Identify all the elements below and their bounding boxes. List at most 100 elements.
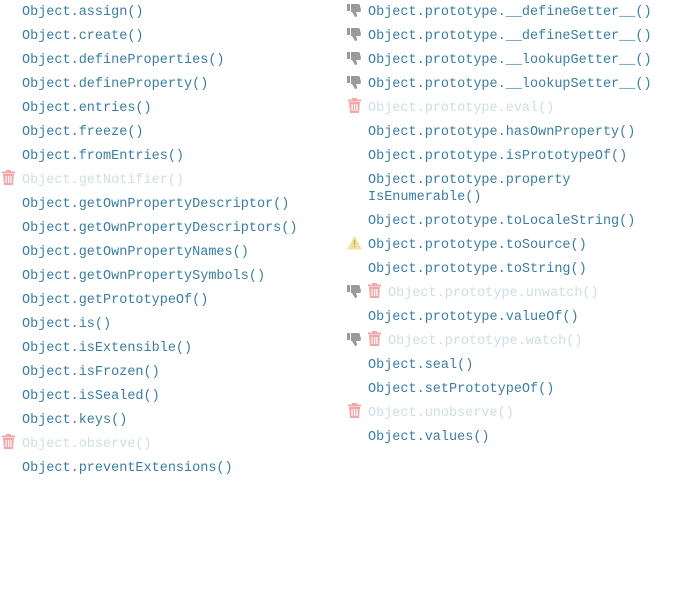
status-icons [346,330,383,353]
method-link[interactable]: Object.values() [368,430,490,445]
method-link[interactable]: Object.fromEntries() [22,149,185,164]
list-item: Object.prototype.watch() [346,330,699,353]
thumbs-down-icon [346,73,363,96]
list-item: Object.prototype.__lookupSetter__() [346,76,699,93]
method-link[interactable]: Object.prototype.toLocaleString() [368,214,636,229]
method-link[interactable]: Object.isFrozen() [22,365,160,380]
method-link[interactable]: Object.isExtensible() [22,341,193,356]
list-item: Object.create() [0,28,340,45]
status-icons [346,76,363,93]
list-item: Object.freeze() [0,124,340,141]
method-link[interactable]: Object.observe() [22,437,152,452]
status-icons [346,4,363,21]
method-link[interactable]: Object.isSealed() [22,389,160,404]
method-link[interactable]: Object.getOwnPropertyNames() [22,245,249,260]
method-link[interactable]: Object.freeze() [22,125,144,140]
method-link[interactable]: Object.is() [22,317,112,332]
status-icons [0,433,17,456]
list-item: Object.getOwnPropertyDescriptor() [0,196,340,213]
list-item: Object.prototype.__defineSetter__() [346,28,699,45]
method-link[interactable]: Object.assign() [22,5,144,20]
thumbs-down-icon [346,330,363,353]
method-link[interactable]: Object.getNotifier() [22,173,185,188]
trash-icon [346,97,363,120]
list-item: Object.setPrototypeOf() [346,381,699,398]
status-icons [0,170,17,189]
trash-icon [366,330,383,353]
list-item: Object.values() [346,429,699,446]
list-item: Object.seal() [346,357,699,374]
list-item: Object.isSealed() [0,388,340,405]
method-link[interactable]: Object.unobserve() [368,406,514,421]
method-link[interactable]: Object.prototype.toString() [368,262,587,277]
list-item: Object.getNotifier() [0,170,340,189]
right-method-list: Object.prototype.__defineGetter__() Obje… [346,4,699,446]
method-link[interactable]: Object.preventExtensions() [22,461,233,476]
thumbs-down-icon [346,282,363,305]
status-icons [346,402,363,425]
trash-icon [366,282,383,305]
list-item: Object.prototype.toString() [346,261,699,278]
thumbs-down-icon [346,25,363,48]
list-item: Object.defineProperty() [0,76,340,93]
method-link[interactable]: Object.defineProperty() [22,77,209,92]
trash-icon [346,402,363,425]
method-link[interactable]: Object.prototype.unwatch() [388,286,599,301]
list-item: Object.prototype.__lookupGetter__() [346,52,699,69]
method-link-line1: Object.prototype.property [368,173,571,188]
method-link[interactable]: Object.prototype.hasOwnProperty() [368,125,636,140]
list-item: Object.prototype.eval() [346,97,699,120]
method-link[interactable]: Object.seal() [368,358,474,373]
left-column: Object.assign() Object.create() Object.d… [0,0,340,484]
method-link[interactable]: Object.prototype.valueOf() [368,310,579,325]
method-link[interactable]: Object.prototype.eval() [368,101,555,116]
list-item: Object.getOwnPropertyDescriptors() [0,220,340,237]
thumbs-down-icon [346,49,363,72]
method-link[interactable]: Object.getOwnPropertyDescriptors() [22,221,298,236]
status-icons [346,282,383,305]
list-item: Object.getPrototypeOf() [0,292,340,309]
method-link[interactable]: Object.setPrototypeOf() [368,382,555,397]
list-item: Object.unobserve() [346,402,699,425]
status-icons [346,28,363,45]
list-item: Object.prototype.isPrototypeOf() [346,148,699,165]
list-item: Object.isFrozen() [0,364,340,381]
method-link[interactable]: Object.prototype.__lookupGetter__() [368,53,652,68]
method-link[interactable]: Object.prototype.toSource() [368,238,587,253]
left-method-list: Object.assign() Object.create() Object.d… [0,4,340,477]
method-link[interactable]: Object.keys() [22,413,128,428]
method-link[interactable]: Object.getOwnPropertyDescriptor() [22,197,290,212]
trash-icon [0,433,17,456]
method-link[interactable]: Object.prototype.__lookupSetter__() [368,77,652,92]
method-link[interactable]: Object.prototype.watch() [388,334,583,349]
method-link[interactable]: Object.prototype.__defineGetter__() [368,5,652,20]
method-link[interactable]: Object.create() [22,29,144,44]
list-item: Object.preventExtensions() [0,460,340,477]
list-item: Object.prototype.toLocaleString() [346,213,699,230]
list-item: Object.observe() [0,433,340,456]
list-item: Object.fromEntries() [0,148,340,165]
right-column: Object.prototype.__defineGetter__() Obje… [346,0,699,453]
list-item: Object.getOwnPropertySymbols() [0,268,340,285]
method-link[interactable]: Object.getPrototypeOf() [22,293,209,308]
warning-icon [346,234,363,257]
status-icons [346,234,363,257]
list-item: Object.prototype.unwatch() [346,282,699,305]
method-link[interactable]: Object.defineProperties() [22,53,225,68]
thumbs-down-icon [346,1,363,24]
list-item: Object.getOwnPropertyNames() [0,244,340,261]
list-item: Object.prototype.__defineGetter__() [346,4,699,21]
list-item: Object.is() [0,316,340,333]
method-link[interactable]: Object.getOwnPropertySymbols() [22,269,266,284]
method-link[interactable]: Object.entries() [22,101,152,116]
list-item: Object.isExtensible() [0,340,340,357]
list-item: Object.prototype.toSource() [346,234,699,257]
method-link[interactable]: Object.prototype.isPrototypeOf() [368,149,628,164]
status-icons [346,97,363,120]
list-item: Object.prototype.valueOf() [346,309,699,326]
list-item: Object.assign() [0,4,340,21]
list-item: Object.entries() [0,100,340,117]
method-link[interactable]: Object.prototype.__defineSetter__() [368,29,652,44]
